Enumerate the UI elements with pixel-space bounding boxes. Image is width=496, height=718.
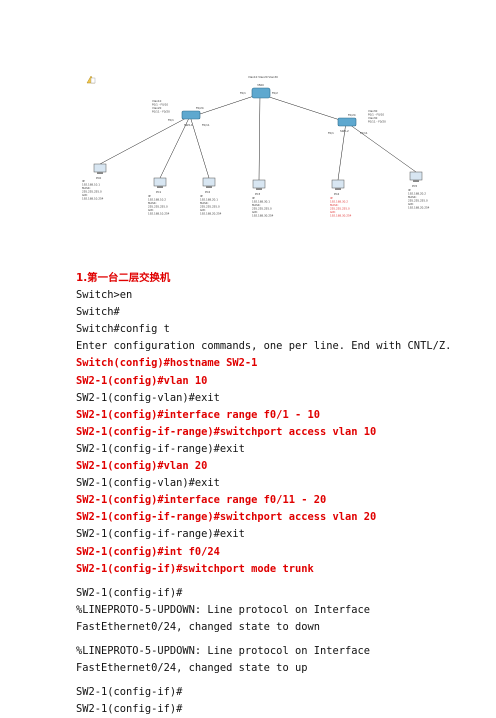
sw-right-port-1: F0/1 [328, 131, 334, 135]
command-line: SW2-1(config-if-range)#exit [76, 528, 245, 541]
pc0-name: PC0 [96, 176, 101, 180]
pc2-info-4: 255.255.255.0 [200, 205, 220, 209]
pc1-info-5: GW: [148, 208, 154, 212]
pc1-info-4: 255.255.255.0 [148, 205, 168, 209]
command-line: Switch# [76, 306, 120, 319]
pc4-info-3: MASK: [330, 203, 339, 207]
command-line: SW2-1(config)#int f0/24 [76, 545, 220, 558]
sw-right-vlan-3: Vlan30 [368, 116, 378, 120]
l3-port-label-1: F0/1 [240, 91, 246, 95]
l3-switch-name: 3560 [257, 83, 264, 87]
pc4-info-2: 192.168.30.2 [330, 200, 348, 204]
pc5-info-3: MASK: [408, 195, 417, 199]
sw-left-port-2: F0/1 [168, 118, 174, 122]
sw-left-vlan-3: Vlan20 [152, 106, 162, 110]
pc1-info-3: MASK: [148, 201, 157, 205]
sw-left-name: SW2-1 [184, 123, 193, 127]
pc3-name: PC3 [255, 192, 260, 196]
command-line: SW2-1(config)#vlan 20 [76, 460, 208, 473]
pc1-info-2: 192.168.10.2 [148, 198, 166, 202]
pc5-name: PC5 [412, 184, 417, 188]
pc4-info-6: 192.168.30.254 [330, 214, 352, 218]
after-line-3: %LINEPROTO-5-UPDOWN: Line protocol on In… [76, 644, 377, 675]
pc4-info-5: GW: [330, 210, 336, 214]
pc5-info-5: GW: [408, 202, 414, 206]
command-line: Switch>en [76, 289, 133, 302]
command-line: SW2-1(config)#interface range f0/11 - 20 [76, 494, 327, 507]
pc3-info-4: 255.255.255.0 [252, 207, 272, 211]
pc0-info-5: GW: [82, 193, 88, 197]
command-line: SW2-1(config-if-range)#switchport access… [76, 511, 377, 524]
command-line: SW2-1(config-vlan)#exit [76, 477, 220, 490]
l3-port-label-2: F0/2 [272, 91, 278, 95]
command-line: SW2-1(config)#vlan 10 [76, 374, 208, 387]
pc5-info-2: 192.168.20.2 [408, 192, 426, 196]
pc5-info-6: 192.168.20.254 [408, 206, 430, 210]
pc0-info-1: IP: [82, 179, 85, 183]
pc0-info-4: 255.255.255.0 [82, 190, 102, 194]
section-heading: 1.第一台二层交换机 [76, 272, 171, 284]
after-line-1: SW2-1(config-if)# [76, 586, 183, 599]
pc-4: PC4 IP: 192.168.30.2 MASK: 255.255.255.0… [330, 179, 352, 218]
pc0-info-6: 192.168.10.254 [82, 197, 104, 201]
topology-links [99, 93, 417, 181]
network-topology-diagram: 3560 Vlan10 Vlan20 Vlan30 F0/1 F0/2 SW2-… [72, 68, 462, 240]
pc1-name: PC1 [156, 190, 161, 194]
after-line-4: SW2-1(config-if)# [76, 686, 183, 699]
switch-sw2-1: SW2-1 Vlan10 F0/1 - F0/10 Vlan20 F0/11 -… [152, 99, 210, 127]
pc-2: PC2 IP: 192.168.20.1 MASK: 255.255.255.0… [200, 177, 222, 216]
pc5-info-1: IP: [408, 188, 411, 192]
pc-5: PC5 IP: 192.168.20.2 MASK: 255.255.255.0… [408, 171, 430, 210]
command-line: SW2-1(config-vlan)#exit [76, 391, 220, 404]
pc1-info-1: IP: [148, 194, 151, 198]
top-vlan-label: Vlan10 Vlan20 Vlan30 [248, 75, 278, 79]
pc1-info-6: 192.168.10.254 [148, 212, 170, 216]
notebook-icon [86, 70, 96, 84]
command-line: SW2-1(config-if)#switchport mode trunk [76, 562, 314, 575]
command-line: Enter configuration commands, one per li… [76, 340, 452, 353]
command-line: Switch(config)#hostname SW2-1 [76, 357, 258, 370]
pc-3: PC3 IP: 192.168.30.1 MASK: 255.255.255.0… [252, 179, 274, 218]
sw-left-vlan-1: Vlan10 [152, 99, 162, 103]
pc-1: PC1 IP: 192.168.10.2 MASK: 255.255.255.0… [148, 177, 170, 216]
pc3-info-5: GW: [252, 210, 258, 214]
pc0-info-3: MASK: [82, 186, 91, 190]
pc0-info-2: 192.168.10.1 [82, 183, 100, 187]
pc3-info-2: 192.168.30.1 [252, 200, 270, 204]
after-line-5: SW2-1(config-if)# [76, 703, 183, 716]
pc3-info-1: IP: [252, 196, 255, 200]
pc2-info-6: 192.168.20.254 [200, 212, 222, 216]
pc2-info-2: 192.168.20.1 [200, 198, 218, 202]
pc2-info-1: IP: [200, 194, 203, 198]
pc2-info-5: GW: [200, 208, 206, 212]
command-line: Switch#config t [76, 323, 170, 336]
sw-left-port-3: F0/11 [202, 123, 210, 127]
sw-right-vlan-1: Vlan30 [368, 109, 378, 113]
pc2-name: PC2 [205, 190, 210, 194]
command-line: SW2-1(config-if-range)#exit [76, 442, 245, 455]
pc4-info-4: 255.255.255.0 [330, 207, 350, 211]
sw-left-vlan-2: F0/1 - F0/10 [152, 103, 168, 107]
sw-right-port-3: F0/24 [348, 113, 356, 117]
command-line: SW2-1(config-if-range)#switchport access… [76, 425, 377, 438]
sw-right-port-2: F0/11 [360, 131, 368, 135]
pc5-info-4: 255.255.255.0 [408, 199, 428, 203]
after-line-2: %LINEPROTO-5-UPDOWN: Line protocol on In… [76, 603, 377, 633]
pc4-info-1: IP: [330, 196, 333, 200]
sw-right-vlan-4: F0/11 - F0/20 [368, 120, 386, 124]
sw-left-vlan-4: F0/11 - F0/20 [152, 110, 170, 114]
sw-right-name: SW2-2 [340, 129, 349, 133]
pc3-info-6: 192.168.30.254 [252, 214, 274, 218]
layer3-switch-3560: 3560 Vlan10 Vlan20 Vlan30 F0/1 F0/2 [240, 75, 278, 99]
pc3-info-3: MASK: [252, 203, 261, 207]
pc4-name: PC4 [334, 192, 339, 196]
sw-right-vlan-2: F0/1 - F0/10 [368, 113, 384, 117]
command-line: SW2-1(config)#interface range f0/1 - 10 [76, 408, 320, 421]
switch-sw2-2: SW2-2 Vlan30 F0/1 - F0/10 Vlan30 F0/11 -… [328, 109, 386, 135]
sw-left-port-1: F0/24 [196, 106, 204, 110]
pc2-info-3: MASK: [200, 201, 209, 205]
pc-0: PC0 IP: 192.168.10.1 MASK: 255.255.255.0… [82, 163, 107, 201]
